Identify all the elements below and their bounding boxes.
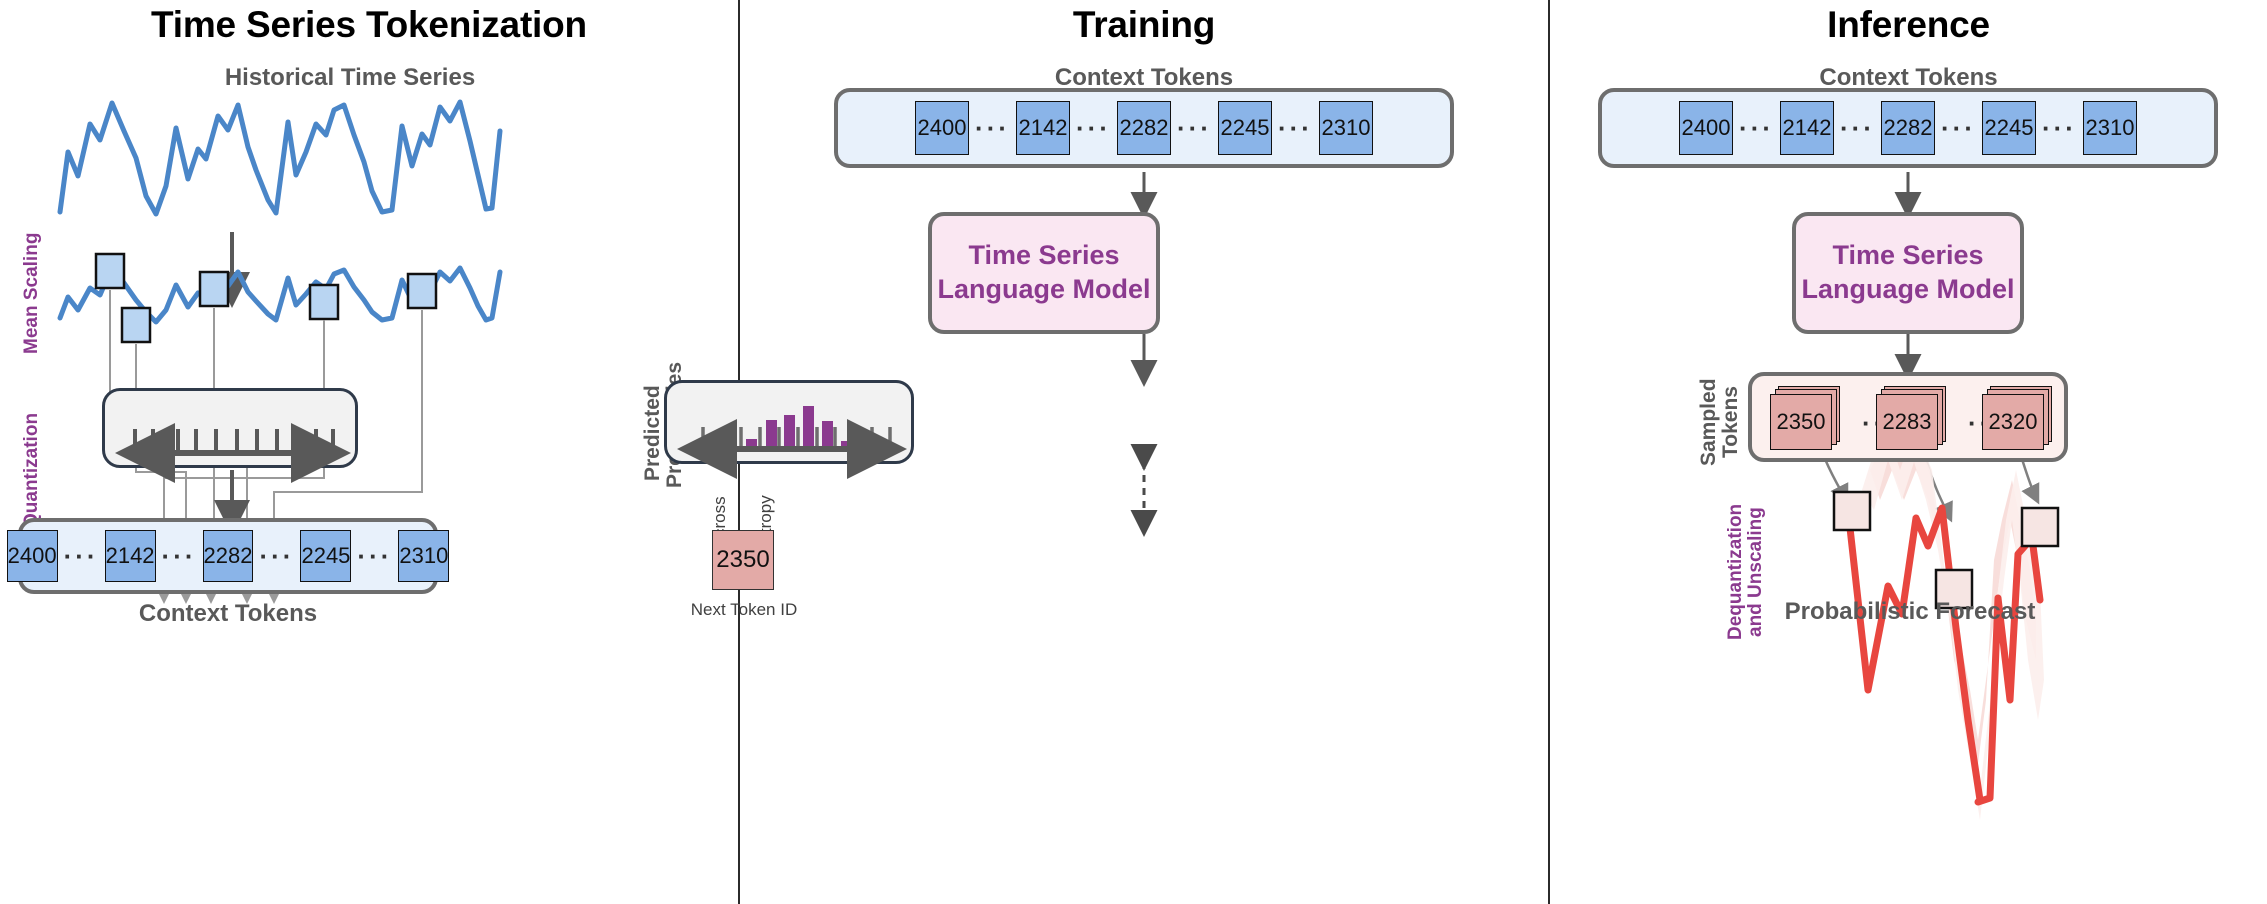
sampled-token-0[interactable]: 2350: [1770, 394, 1832, 450]
time-series-language-model-box-inference[interactable]: Time Series Language Model: [1792, 212, 2024, 334]
probability-bar-1: [766, 420, 777, 449]
dequant-arrow-2: [2020, 458, 2040, 505]
context-token-4[interactable]: 2310: [398, 530, 450, 582]
model-title-line2: Language Model: [1801, 274, 2015, 304]
context-token-1[interactable]: 2142: [104, 530, 156, 582]
quant-to-tokens-arrow-wrap: [214, 470, 250, 536]
time-series-language-model-box-training[interactable]: Time Series Language Model: [928, 212, 1160, 334]
panel-tokenization: Time Series Tokenization Historical Time…: [0, 0, 738, 904]
quantization-ticks: [133, 429, 335, 453]
context-tokens-caption-training: Context Tokens: [1054, 64, 1234, 91]
dequantization-and-unscaling-label: Dequantization and Unscaling: [1725, 490, 1766, 654]
token-ellipsis-0: ···: [1739, 112, 1775, 143]
token-ellipsis-3: ···: [1277, 112, 1313, 143]
quantization-axis: [115, 423, 351, 483]
historical-series-path: [57, 99, 503, 217]
context-token-0[interactable]: 2400: [1679, 101, 1734, 155]
panel-title-inference: Inference: [1827, 4, 1990, 45]
predicted-probabilities-box: [664, 380, 914, 479]
context-tokens-strip-training: 2400 ··· 2142 ··· 2282 ··· 2245 ··· 2310: [834, 88, 1454, 168]
quantization-window-2: [120, 306, 152, 344]
model-title-line2: Language Model: [937, 274, 1151, 304]
probabilistic-forecast-caption: Probabilistic Forecast: [1784, 598, 2036, 625]
context-token-0[interactable]: 2400: [915, 101, 970, 155]
token-ellipsis-3: ···: [357, 540, 393, 571]
sampled-token-stack-0[interactable]: 2350: [1770, 386, 1844, 454]
context-tokens-strip-tokenization: 2400 ··· 2142 ··· 2282 ··· 2245 ··· 2310: [6, 518, 450, 594]
forecast-line: [1844, 504, 2044, 806]
sampled-tokens-text: Sampled Tokens: [1697, 378, 1743, 466]
model-title-line1: Time Series: [968, 240, 1120, 271]
context-token-3[interactable]: 2245: [300, 530, 352, 582]
context-token-2[interactable]: 2282: [1881, 101, 1935, 155]
context-token-4[interactable]: 2310: [1318, 101, 1373, 155]
token-ellipsis-0: ···: [975, 112, 1011, 143]
sampled-token-1[interactable]: 2283: [1876, 394, 1938, 450]
sampled-token-stack-2[interactable]: 2320: [1982, 386, 2056, 454]
next-token-id-box[interactable]: 2350: [712, 530, 774, 590]
context-tokens-strip-inference: 2400 ··· 2142 ··· 2282 ··· 2245 ··· 2310: [1598, 88, 2218, 168]
panel-divider-2: [1548, 0, 1550, 904]
context-token-2[interactable]: 2282: [1117, 101, 1171, 155]
sampled-tokens-strip: 2350 ··· 2283 ··· 2320: [1748, 372, 2068, 462]
historical-time-series-label: Historical Time Series: [224, 64, 476, 91]
token-ellipsis-0: ···: [63, 540, 99, 571]
context-token-3[interactable]: 2245: [1217, 101, 1272, 155]
training-graphics: [1130, 172, 1158, 537]
panel-training: Training Context Tokens 2400 ··· 2142 ··…: [641, 0, 1548, 904]
probability-bar-2: [784, 415, 795, 449]
context-token-1[interactable]: 2142: [1780, 101, 1835, 155]
dequantized-marker-1: [1934, 568, 1974, 610]
panel-inference: Inference Context Tokens 2400 ··· 2142 ·…: [1550, 0, 2267, 904]
token-ellipsis-1: ···: [161, 540, 197, 571]
sampled-token-2[interactable]: 2320: [1982, 394, 2044, 450]
probability-bar-4: [822, 421, 833, 449]
probability-histogram: [677, 406, 907, 479]
context-tokens-caption-tokenization: Context Tokens: [138, 600, 318, 627]
next-token-id-caption: Next Token ID: [690, 600, 798, 619]
token-ellipsis-1: ···: [1840, 112, 1875, 143]
quantization-bin-box: [102, 388, 358, 483]
quantization-window-1: [94, 252, 126, 290]
model-title-line1: Time Series: [1832, 240, 1984, 271]
token-ellipsis-2: ···: [1177, 112, 1212, 143]
token-ellipsis-2: ···: [259, 540, 295, 571]
sampled-token-stack-1[interactable]: 2283: [1876, 386, 1950, 454]
probability-bar-3: [803, 406, 814, 449]
context-token-4[interactable]: 2310: [2082, 101, 2137, 155]
context-token-1[interactable]: 2142: [1016, 101, 1071, 155]
panel-title-tokenization: Time Series Tokenization: [151, 4, 587, 45]
token-ellipsis-3: ···: [2041, 112, 2077, 143]
dequantized-marker-2: [2020, 506, 2060, 548]
probability-bin-ticks: [701, 427, 892, 449]
quantization-window-3: [198, 270, 230, 308]
context-token-2[interactable]: 2282: [202, 530, 254, 582]
token-ellipsis-1: ···: [1076, 112, 1111, 143]
panel-title-training: Training: [1072, 4, 1216, 45]
quantization-window-4: [308, 283, 340, 321]
dequantized-marker-0: [1832, 490, 1872, 532]
context-tokens-caption-inference: Context Tokens: [1819, 64, 1998, 91]
context-token-0[interactable]: 2400: [6, 530, 58, 582]
context-token-3[interactable]: 2245: [1981, 101, 2036, 155]
token-ellipsis-2: ···: [1941, 112, 1976, 143]
quantization-window-5: [406, 272, 438, 310]
sampled-tokens-label: Sampled Tokens: [1697, 372, 1743, 472]
